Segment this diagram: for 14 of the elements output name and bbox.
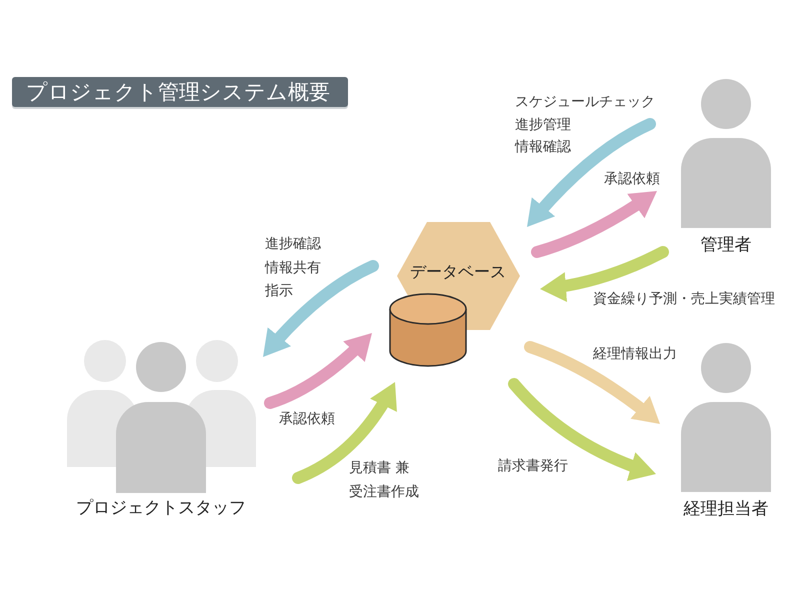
edge-label: 承認依頼 — [604, 170, 660, 189]
node-label: 経理担当者 — [684, 498, 768, 520]
node-label: プロジェクトスタッフ — [76, 497, 246, 519]
edge-label: 見積書 兼受注書作成 — [349, 459, 420, 502]
edge-label: 資金繰り予測・売上実績管理 — [593, 290, 775, 309]
edge-label: 請求書発行 — [498, 457, 568, 476]
database-node — [388, 220, 522, 368]
node-label: データベース — [410, 262, 506, 282]
title-banner: プロジェクト管理システム概要 — [12, 77, 348, 107]
edge-label: 進捗確認情報共有指示 — [265, 235, 321, 301]
edge-label: スケジュールチェック進捗管理情報確認 — [515, 93, 655, 157]
edge-label: 承認依頼 — [279, 410, 335, 429]
edge-label: 経理情報出力 — [593, 345, 677, 364]
node-label: 管理者 — [700, 234, 752, 256]
